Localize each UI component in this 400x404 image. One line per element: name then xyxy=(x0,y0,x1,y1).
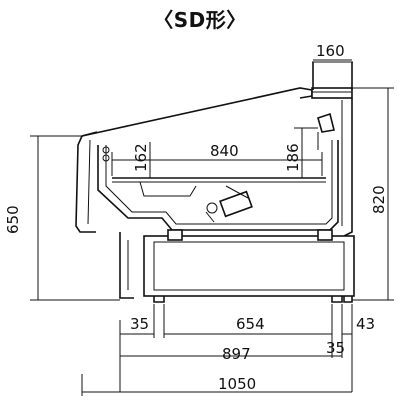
base-cabinet xyxy=(119,229,355,303)
dim-bottom-left-offset: 35 xyxy=(130,315,149,333)
dimension-lines xyxy=(30,59,394,396)
dim-bottom-inner: 654 xyxy=(236,315,265,333)
dim-overall-left-height: 650 xyxy=(4,205,22,234)
dim-overall-right-height: 820 xyxy=(370,185,388,214)
dim-bottom-right-offset-b: 35 xyxy=(326,339,345,357)
display-well xyxy=(97,112,339,231)
dim-bottom-right-offset-a: 43 xyxy=(356,315,375,333)
dim-base-width: 897 xyxy=(222,345,251,363)
dim-overall-width: 1050 xyxy=(218,375,256,393)
dim-left-shelf-height: 162 xyxy=(132,143,150,172)
dim-top-width: 160 xyxy=(316,42,345,60)
cabinet-outline xyxy=(75,61,353,237)
dim-right-shelf-height: 186 xyxy=(284,143,302,172)
diagram-title: 〈SD形〉 xyxy=(153,8,247,32)
dim-shelf-depth: 840 xyxy=(210,142,239,160)
fan-unit xyxy=(205,185,253,223)
